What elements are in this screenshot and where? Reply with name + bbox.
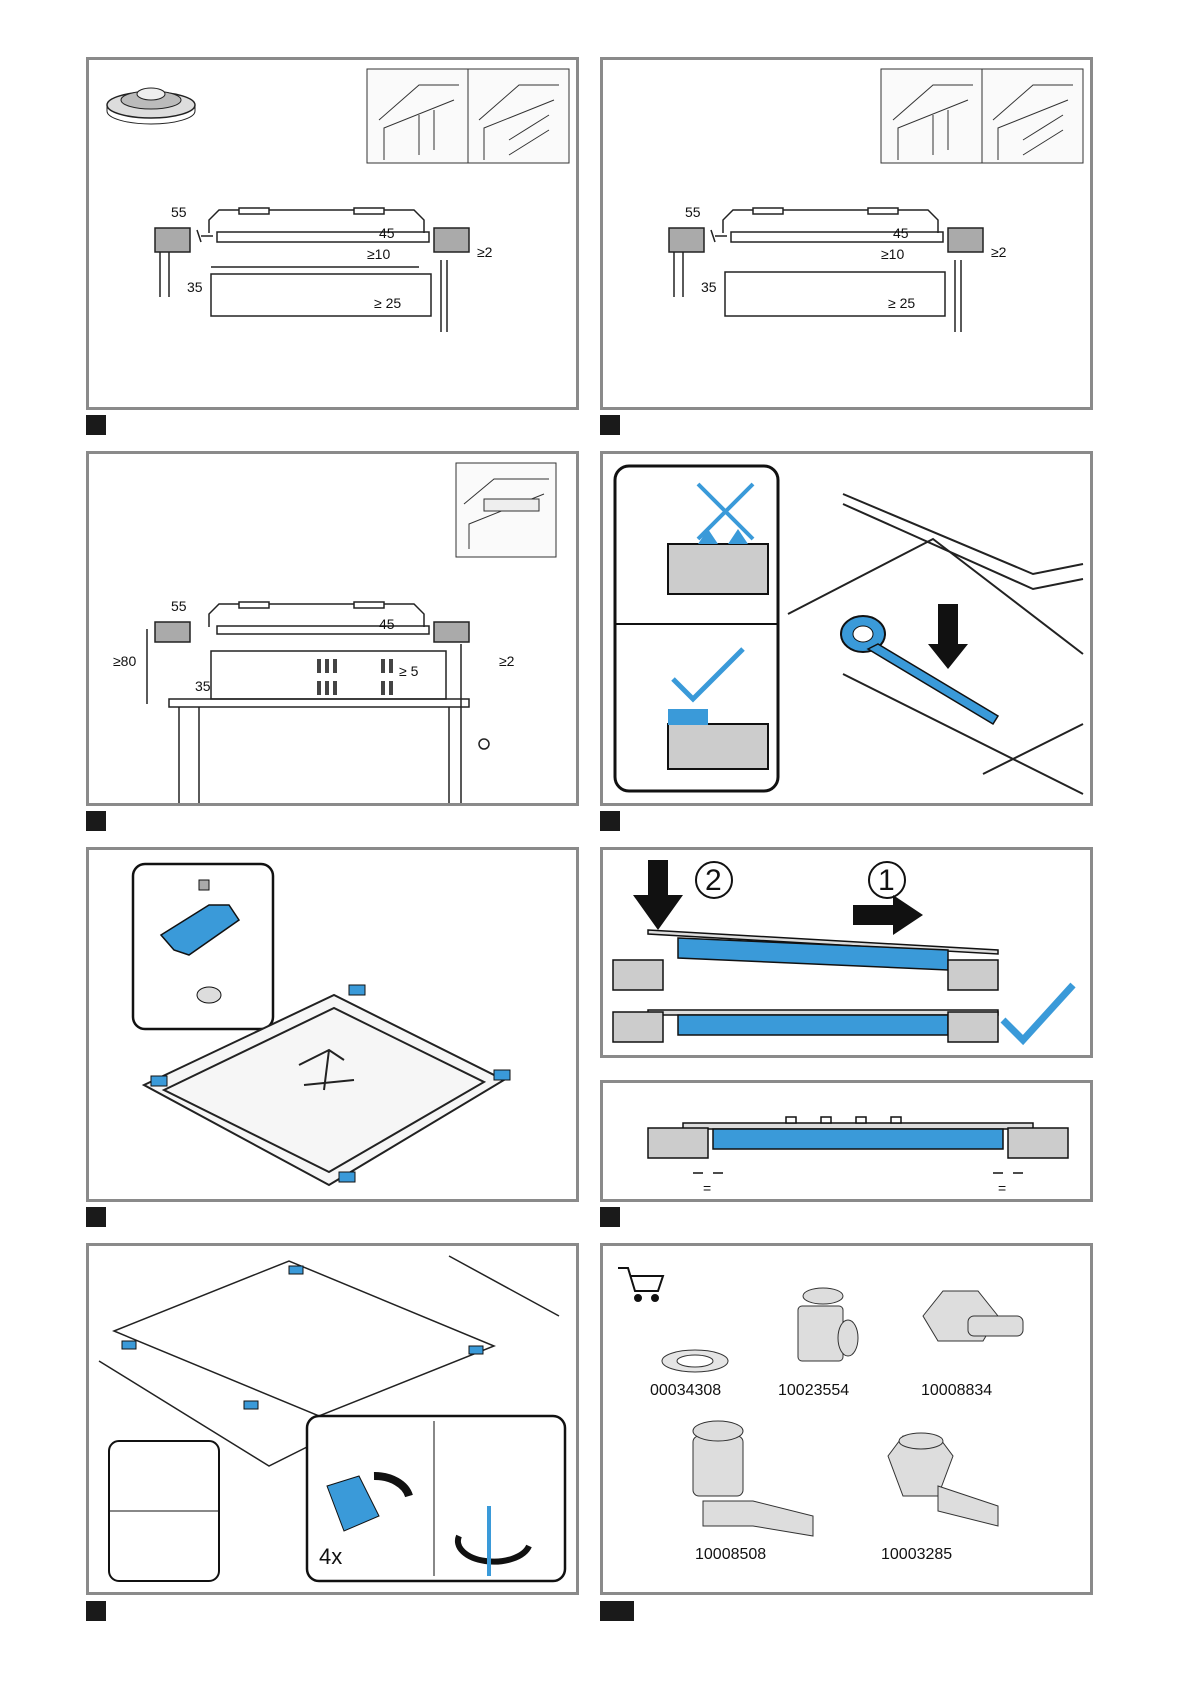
cross-section-drawing: 55 45 ≥10 ≥2 35 ≥ 25 <box>89 60 579 410</box>
hob-cross-section <box>669 208 983 332</box>
arrow-down-icon <box>928 604 968 669</box>
insert-hob-panel: 2 1 <box>600 847 1093 1058</box>
dim-55: 55 <box>171 204 187 220</box>
figure-marker <box>600 415 620 435</box>
screw-icon <box>199 880 209 890</box>
dim-45: 45 <box>379 616 395 632</box>
dim-min-10: ≥10 <box>881 246 904 262</box>
cross-section-drawing: 55 45 ≥10 ≥2 35 ≥ 25 <box>603 60 1093 410</box>
quantity-label: 4x <box>319 1544 342 1569</box>
check-icon <box>1003 985 1073 1040</box>
insert-hob-drawing: 2 1 <box>603 850 1093 1058</box>
nut-elbow-nozzle-icon <box>888 1433 998 1526</box>
clamps <box>122 1266 483 1409</box>
dim-min-2: ≥2 <box>991 244 1007 260</box>
figure-marker <box>600 811 620 831</box>
parts-drawing <box>603 1246 1093 1595</box>
centering-panel: = = <box>600 1080 1093 1202</box>
part-number-10008834: 10008834 <box>921 1382 992 1400</box>
seal-application-panel <box>600 451 1093 806</box>
dim-45: 45 <box>379 225 395 241</box>
dim-55: 55 <box>171 598 187 614</box>
dim-min-2: ≥2 <box>477 244 493 260</box>
spare-parts-panel: 00034308 10023554 10008834 10008508 1000… <box>600 1243 1093 1595</box>
kitchen-cabinet-thumbnail <box>881 69 1083 163</box>
hob-cross-section <box>155 208 469 332</box>
figure-marker <box>86 415 106 435</box>
arrow-down-icon <box>633 860 683 930</box>
dim-min-5: ≥ 5 <box>399 663 419 679</box>
inset-comparison <box>615 466 778 791</box>
dim-35: 35 <box>701 279 717 295</box>
dim-min-25: ≥ 25 <box>888 295 915 311</box>
figure-marker <box>86 1207 106 1227</box>
hob-tilted <box>613 930 998 990</box>
installation-panel-2: 55 45 ≥10 ≥2 35 ≥ 25 <box>600 57 1093 410</box>
figure-marker <box>86 811 106 831</box>
clamp-fixing-drawing: 4x <box>89 1246 579 1595</box>
elbow-hose-nozzle-icon <box>693 1421 813 1536</box>
part-number-00034308: 00034308 <box>650 1382 721 1400</box>
burner-icon <box>107 88 195 124</box>
centering-drawing: = = <box>603 1083 1093 1202</box>
straight-hose-nozzle-icon <box>923 1291 1023 1341</box>
equal-gap-right: = <box>998 1180 1006 1196</box>
equal-gap-left: = <box>703 1180 711 1196</box>
dim-min-2: ≥2 <box>499 653 515 669</box>
part-number-10003285: 10003285 <box>881 1546 952 1564</box>
dim-min-10: ≥10 <box>367 246 390 262</box>
installation-panel-3: 55 45 ≥80 ≥ 5 ≥2 35 <box>86 451 579 806</box>
step-2-label: 2 <box>705 864 722 897</box>
oven-cross-section-drawing: 55 45 ≥80 ≥ 5 ≥2 35 <box>89 454 579 806</box>
dim-min-25: ≥ 25 <box>374 295 401 311</box>
bracket-mounting-panel <box>86 847 579 1202</box>
inset-side-view <box>109 1441 219 1581</box>
shopping-cart-icon <box>618 1268 663 1301</box>
dim-min-80: ≥80 <box>113 653 136 669</box>
fixing-clamps-panel: 4x <box>86 1243 579 1595</box>
ventilation-slots <box>317 659 393 695</box>
hob-seated <box>613 1010 998 1042</box>
figure-marker <box>86 1601 106 1621</box>
elbow-connector-icon <box>798 1288 858 1361</box>
dim-35: 35 <box>187 279 203 295</box>
step-1-label: 1 <box>878 864 895 897</box>
kitchen-cabinet-thumbnail <box>367 69 569 163</box>
figure-marker <box>600 1207 620 1227</box>
part-number-10008508: 10008508 <box>695 1546 766 1564</box>
installation-panel-1: 55 45 ≥10 ≥2 35 ≥ 25 <box>86 57 579 410</box>
seal-tape-drawing <box>603 454 1093 806</box>
dim-45: 45 <box>893 225 909 241</box>
hob-above-oven-section <box>147 602 489 806</box>
gasket-ring-icon <box>662 1350 728 1372</box>
dim-35: 35 <box>195 678 211 694</box>
inset-clamp-rotation <box>307 1416 565 1581</box>
figure-marker <box>600 1601 634 1621</box>
bracket-detail-inset <box>133 864 273 1029</box>
arrow-right-icon <box>853 895 923 935</box>
hob-underside-drawing <box>89 850 579 1202</box>
oven-thumbnail <box>456 463 556 557</box>
dim-55: 55 <box>685 204 701 220</box>
part-number-10023554: 10023554 <box>778 1382 849 1400</box>
